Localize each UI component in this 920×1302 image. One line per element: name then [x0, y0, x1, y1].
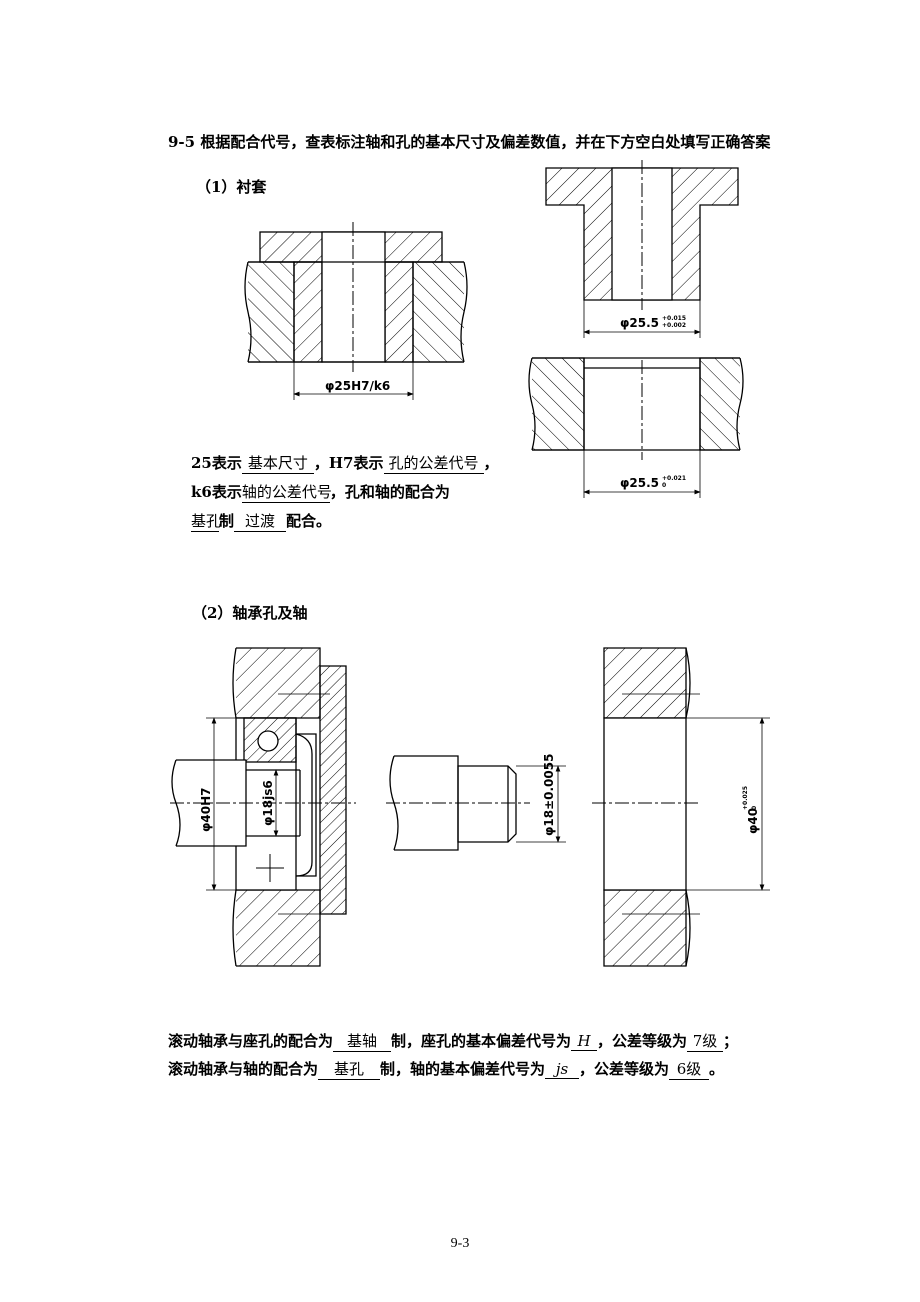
answer-line-3: 基孔制过渡配合。 — [191, 510, 332, 532]
sleeve-drawing — [545, 160, 739, 338]
bearing-hole-dimension-upper: +0.025 — [742, 786, 749, 810]
answer-shaft-grade[interactable]: 6级 — [669, 1058, 710, 1080]
bearing-assembly-drawing — [170, 647, 356, 967]
shaft-dimension: φ18±0.0055 — [542, 754, 556, 836]
bushing-assembly-drawing — [244, 222, 468, 400]
section-title-bushing: （1）衬套 — [196, 178, 267, 196]
bearing-inner-dimension: φ18js6 — [261, 780, 275, 826]
answer-bearing-shaft-system[interactable]: 基孔 — [318, 1058, 381, 1080]
housing-hole-drawing — [528, 357, 744, 498]
answer-basic-size[interactable]: 基本尺寸 — [241, 452, 314, 474]
answer-shaft-deviation[interactable]: js — [545, 1060, 580, 1079]
bearing-hole-dimension-base: φ40 — [746, 808, 760, 834]
sleeve-dimension-lower: +0.002 — [662, 322, 686, 329]
section-title-bearing: （2）轴承孔及轴 — [192, 604, 308, 622]
answer-hole-tolerance[interactable]: 孔的公差代号 — [383, 452, 484, 474]
assembly-dimension: φ25H7/k6 — [325, 379, 390, 393]
answer-fit-system[interactable]: 基孔 — [191, 512, 222, 532]
page-number: 9-3 — [450, 1236, 470, 1251]
page-heading: 9-5 根据配合代号，查表标注轴和孔的基本尺寸及偏差数值，并在下方空白处填写正确… — [168, 133, 771, 151]
answer-housing-deviation[interactable]: H — [571, 1032, 598, 1051]
bearing-hole-dimension-lower: 0 — [751, 806, 758, 810]
shaft-drawing — [386, 755, 566, 851]
bearing-outer-dimension: φ40H7 — [199, 788, 213, 832]
answer-line-2: k6表示轴的公差代号，孔和轴的配合为 — [191, 483, 450, 503]
bearing-hole-drawing — [592, 647, 770, 967]
answer-line-1: 25表示基本尺寸，H7表示孔的公差代号， — [191, 452, 499, 474]
answer-bearing-housing-system[interactable]: 基轴 — [333, 1030, 392, 1052]
sleeve-dimension-upper: +0.015 — [662, 315, 686, 322]
sleeve-dimension-base: φ25.5 — [620, 316, 659, 330]
answer-shaft-tolerance[interactable]: 轴的公差代号 — [241, 483, 332, 503]
hole-dimension-upper: +0.021 — [662, 475, 686, 482]
hole-dimension-base: φ25.5 — [620, 476, 659, 490]
answer-fit-type[interactable]: 过渡 — [234, 510, 287, 532]
hole-dimension-lower: 0 — [662, 482, 666, 489]
answer-housing-grade[interactable]: 7级 — [687, 1030, 724, 1052]
